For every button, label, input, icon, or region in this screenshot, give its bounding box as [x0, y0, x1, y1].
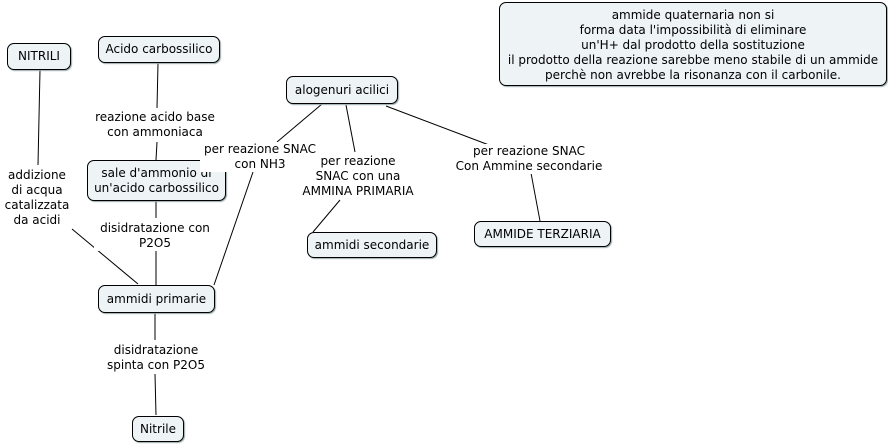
note-line: perchè non avrebbe la risonanza con il c…: [545, 68, 841, 82]
label-line: con ammoniaca: [107, 125, 203, 139]
label-line: SNAC con una: [315, 169, 401, 183]
node-acido-carbossilico[interactable]: Acido carbossilico: [98, 36, 220, 63]
link-label-disidratazione-spinta: disidratazione spinta con P2O5: [100, 343, 212, 373]
connector: [345, 104, 356, 153]
connector: [37, 69, 41, 166]
node-nitrili[interactable]: NITRILI: [7, 43, 71, 70]
connector: [71, 228, 139, 285]
link-label-snac-ammine-secondarie: per reazione SNAC Con Ammine secondarie: [450, 144, 608, 174]
label-line: per reazione: [320, 154, 396, 168]
link-label-reazione-acido-base: reazione acido base con ammoniaca: [90, 110, 220, 140]
note-line: il prodotto della reazione sarebbe meno …: [507, 53, 879, 67]
node-nitrile[interactable]: Nitrile: [132, 416, 184, 442]
link-label-snac-ammina-primaria: per reazione SNAC con una AMMINA PRIMARI…: [296, 154, 420, 199]
link-label-addizione-acqua: addizione di acqua catalizzata da acidi: [4, 168, 70, 228]
label-line: da acidi: [13, 213, 61, 227]
label-line: di acqua: [11, 183, 63, 197]
connector: [213, 171, 254, 286]
link-label-disidratazione-p2o5: disidratazione con P2O5: [94, 221, 216, 251]
note-line: un'H+ dal prodotto della sostituzione: [581, 38, 805, 52]
label-line: catalizzata: [4, 198, 70, 212]
connector: [155, 141, 158, 161]
note-line: ammide quaternaria non si: [611, 8, 775, 22]
node-ammidi-secondarie[interactable]: ammidi secondarie: [307, 232, 437, 258]
connector: [530, 172, 541, 222]
label-line: AMMINA PRIMARIA: [302, 184, 414, 198]
label-line: addizione: [8, 168, 66, 182]
node-ammidi-primarie[interactable]: ammidi primarie: [98, 285, 215, 313]
node-line: un'acido carbossilico: [94, 181, 219, 195]
label-line: disidratazione con: [100, 221, 210, 235]
label-line: disidratazione: [113, 343, 199, 357]
node-alogenuri-acilici[interactable]: alogenuri acilici: [286, 76, 398, 104]
label-line: reazione acido base: [95, 110, 215, 124]
connector: [276, 103, 323, 143]
note-ammide-quaternaria[interactable]: ammide quaternaria non si forma data l'i…: [499, 2, 887, 86]
label-line: con NH3: [234, 157, 286, 171]
connector: [385, 105, 490, 146]
label-line: spinta con P2O5: [107, 358, 205, 372]
connector: [312, 199, 341, 233]
label-line: per reazione SNAC: [204, 142, 316, 156]
connector: [154, 373, 157, 416]
node-ammide-terziaria[interactable]: AMMIDE TERZIARIA: [474, 221, 611, 247]
note-line: forma data l'impossibilità di eliminare: [579, 23, 807, 37]
label-line: per reazione SNAC: [473, 144, 585, 158]
label-line: Con Ammine secondarie: [455, 159, 603, 173]
node-line: sale d'ammonio di: [101, 166, 212, 180]
label-line: P2O5: [139, 236, 171, 250]
connector: [156, 62, 159, 109]
